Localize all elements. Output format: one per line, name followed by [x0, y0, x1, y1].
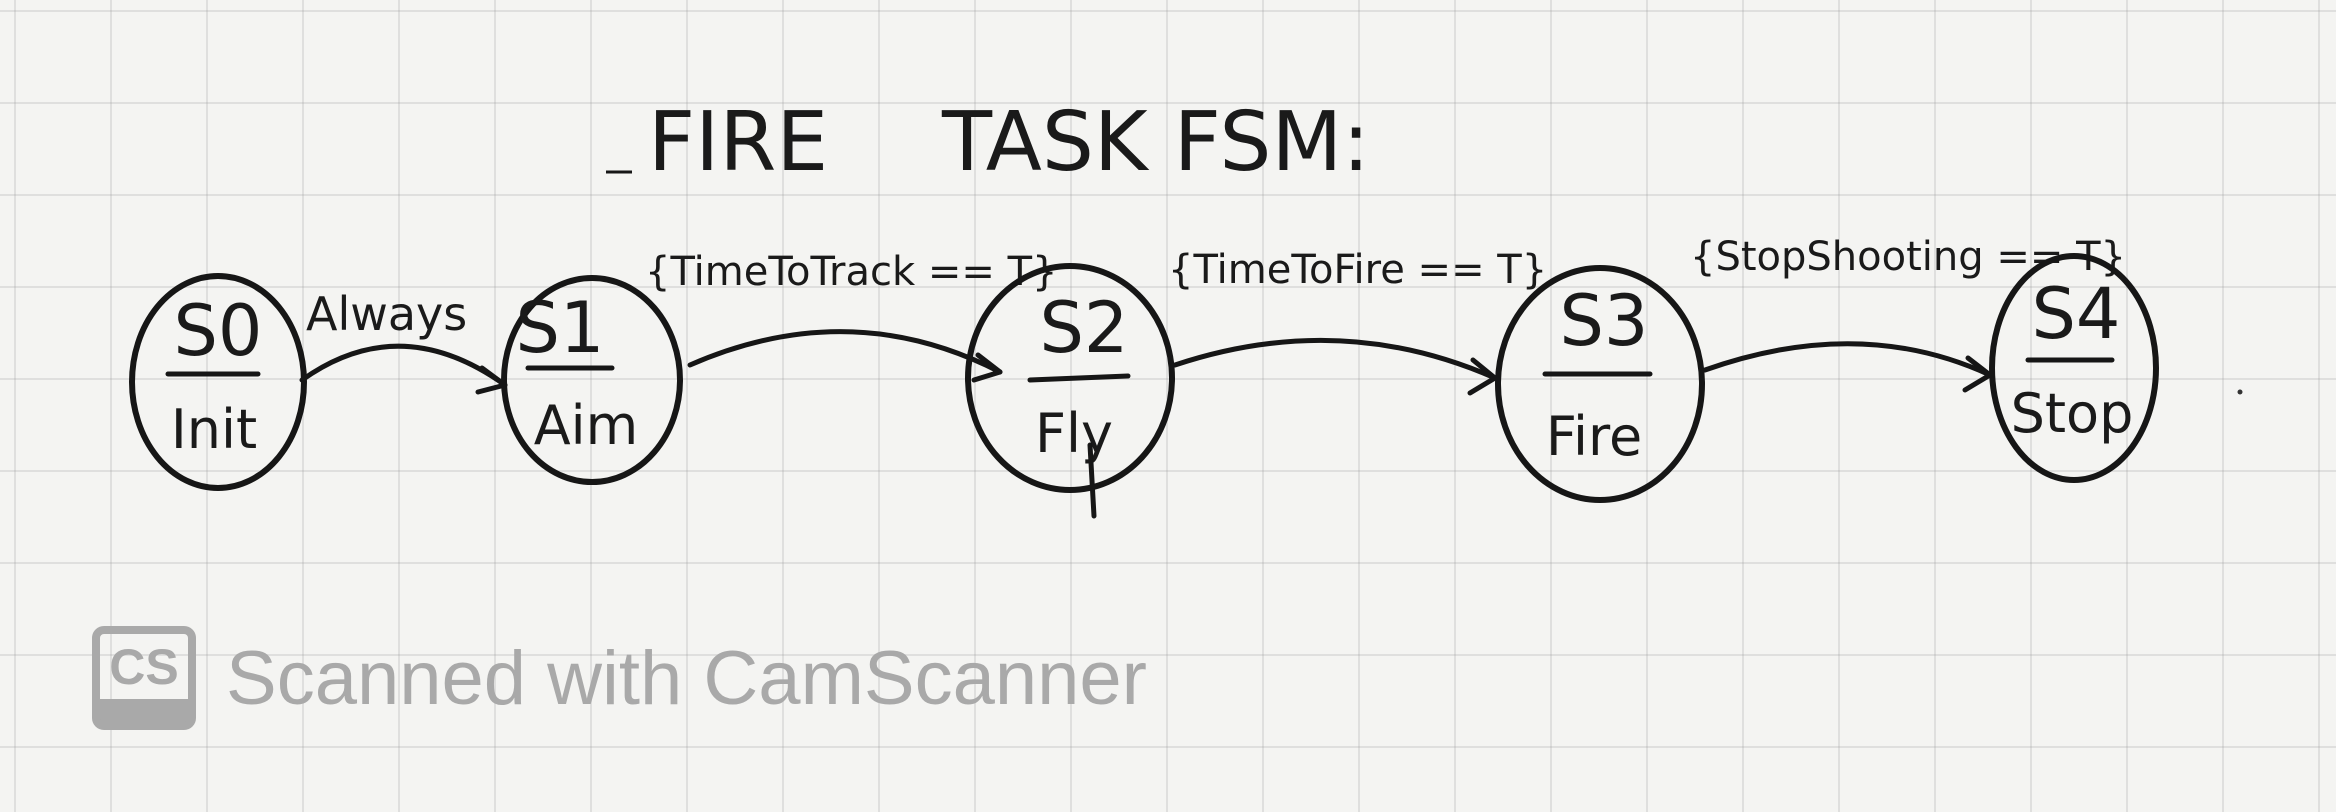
state-circle: [1495, 265, 1705, 503]
guard-label: {TimeToFire == T}: [1168, 247, 1547, 293]
stray-pen-stroke: [1087, 442, 1097, 519]
state-label: Fly: [1035, 402, 1113, 465]
state-id: S1: [516, 287, 605, 369]
edge-line: [1172, 337, 1498, 381]
edge-line: [299, 343, 508, 388]
state-s4: S4 Stop: [1989, 253, 2159, 483]
state-id: S0: [174, 290, 263, 372]
state-label: Stop: [2011, 382, 2134, 445]
state-s2: S2 Fly: [965, 263, 1175, 519]
title-task-fsm: TASK FSM:: [941, 95, 1370, 190]
title-fire: FIRE: [648, 95, 828, 190]
arrowhead: [971, 352, 1003, 383]
state-s1: S1 Aim: [501, 275, 683, 485]
pen-dot: [2237, 389, 2243, 395]
state-label: Fire: [1546, 405, 1642, 468]
state-label: Aim: [534, 394, 639, 457]
state-circle: [1989, 253, 2159, 483]
transition-s2-s3: {TimeToFire == T}: [1168, 247, 1547, 396]
camscanner-watermark: CS Scanned with CamScanner: [92, 626, 1147, 730]
arrowhead: [1962, 355, 1993, 393]
state-circle: [129, 273, 307, 491]
watermark-text: Scanned with CamScanner: [226, 635, 1147, 721]
state-id: S2: [1040, 287, 1129, 369]
edge-line: [1702, 341, 1993, 378]
guard-label: Always: [306, 287, 467, 341]
state-id: S3: [1560, 280, 1649, 362]
state-divider: [1027, 373, 1131, 383]
arrowhead: [1467, 357, 1498, 396]
guard-label: {TimeToTrack == T}: [645, 249, 1057, 295]
state-id: S4: [2032, 273, 2121, 355]
state-label: Init: [171, 398, 257, 461]
camscanner-logo: CS: [92, 626, 196, 730]
transition-s1-s2: {TimeToTrack == T}: [645, 249, 1057, 383]
edge-line: [687, 329, 1003, 375]
state-circle: [965, 263, 1175, 493]
state-s3: S3 Fire: [1495, 265, 1705, 503]
state-circle: [501, 275, 683, 485]
camscanner-logo-text: CS: [109, 639, 179, 695]
state-s0: S0 Init: [129, 273, 307, 491]
transition-s0-s1: Always: [299, 287, 508, 395]
